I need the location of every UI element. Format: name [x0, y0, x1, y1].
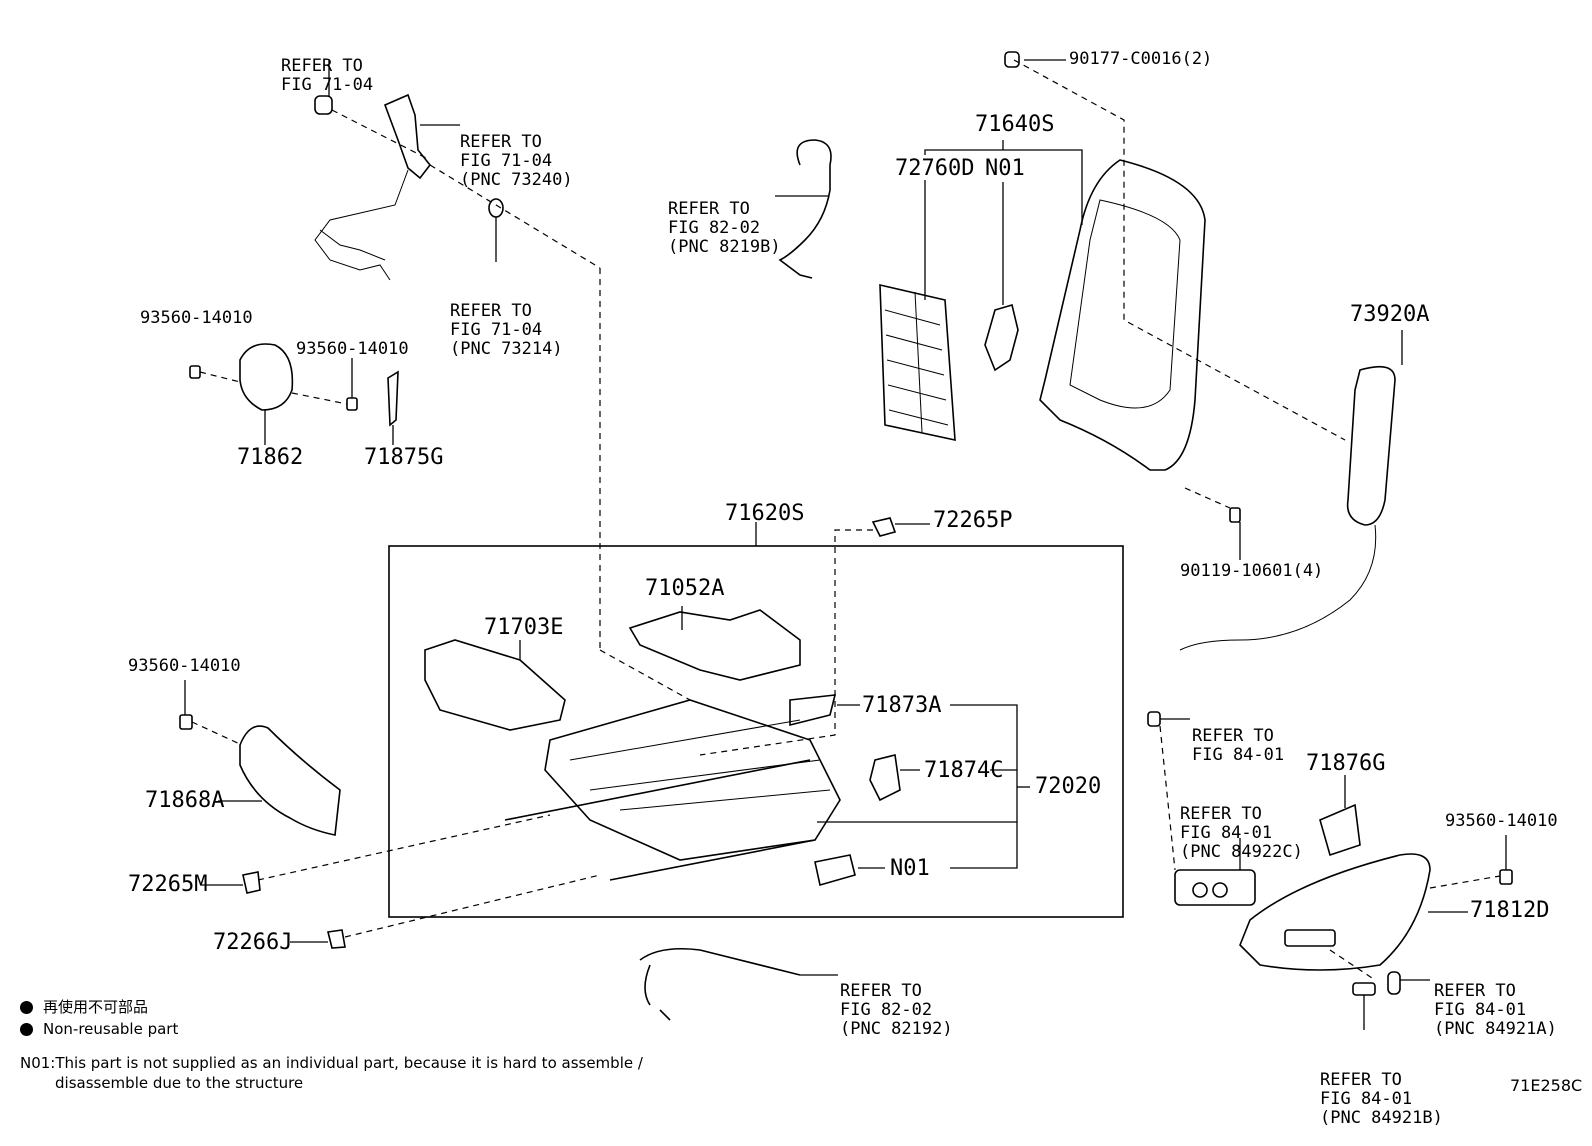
side-airbag-drawing — [1179, 365, 1396, 651]
bolt-90119-drawing — [1229, 507, 1241, 523]
part-93560-a: 93560-14010 — [140, 308, 253, 328]
cover-71812D-drawing — [1239, 853, 1513, 971]
part-N01-bottom: N01 — [890, 856, 930, 881]
part-71052A: 71052A — [645, 576, 725, 601]
part-71862: 71862 — [237, 445, 304, 470]
part-71868A: 71868A — [145, 788, 225, 813]
part-71875G: 71875G — [364, 445, 444, 470]
harness-82192-drawing — [639, 947, 801, 1021]
n01-note-line2: disassemble due to the structure — [55, 1074, 304, 1092]
harness-8219B-drawing — [778, 139, 832, 279]
legend-jp: 再使用不可部品 — [20, 996, 148, 1017]
seat-pad-71703E-drawing — [424, 639, 566, 731]
motor-N01-bottom-drawing — [814, 854, 856, 887]
non-reusable-dot — [20, 1023, 33, 1036]
nut-90177-drawing — [1004, 51, 1020, 68]
part-71703E: 71703E — [484, 615, 564, 640]
cover-71868A-drawing — [179, 714, 341, 836]
clip-72265M-drawing — [242, 871, 261, 894]
non-reusable-dot — [20, 1001, 33, 1014]
bracket-71873A-drawing — [789, 694, 837, 727]
part-93560-b: 93560-14010 — [296, 339, 409, 359]
seat-adjuster-drawing — [504, 699, 841, 881]
part-72760D: 72760D — [895, 156, 975, 181]
lumbar-support-drawing — [879, 283, 956, 442]
legend-en: Non-reusable part — [20, 1020, 178, 1038]
part-71873A: 71873A — [862, 693, 942, 718]
part-N01-top: N01 — [985, 156, 1025, 181]
bracket-71876G-drawing — [1319, 803, 1361, 857]
seatback-frame-drawing — [1039, 159, 1206, 471]
clip-72265P-drawing — [871, 517, 897, 537]
clip-72266J-drawing — [327, 929, 346, 949]
part-71876G: 71876G — [1306, 751, 1386, 776]
n01-note-line1: N01:This part is not supplied as an indi… — [20, 1054, 643, 1072]
knob-84921A-drawing — [1387, 971, 1401, 995]
part-93560-d: 93560-14010 — [1445, 811, 1558, 831]
cushion-pan-71052A-drawing — [628, 609, 801, 681]
part-72266J: 72266J — [213, 930, 293, 955]
part-90119: 90119-10601(4) — [1180, 561, 1324, 581]
diagram-drawing — [179, 51, 1513, 1030]
knob-84921B-drawing — [1352, 982, 1376, 996]
illustration-code: 71E258C — [1510, 1076, 1583, 1095]
part-93560-c: 93560-14010 — [128, 656, 241, 676]
bracket-71874C-drawing — [869, 754, 901, 802]
part-71812D: 71812D — [1470, 898, 1550, 923]
recliner-lever-drawing — [314, 93, 432, 281]
part-72020: 72020 — [1035, 774, 1102, 799]
switch-84922C-drawing — [1174, 869, 1256, 906]
part-71640S: 71640S — [975, 112, 1055, 137]
part-72265M: 72265M — [128, 872, 208, 897]
part-73920A: 73920A — [1350, 302, 1430, 327]
seat-cushion-assembly-box — [388, 545, 1124, 918]
part-71620S: 71620S — [725, 501, 805, 526]
motor-N01-top-drawing — [984, 303, 1019, 372]
part-72265P: 72265P — [933, 508, 1013, 533]
part-90177: 90177-C0016(2) — [1069, 49, 1213, 69]
part-71874C: 71874C — [924, 758, 1004, 783]
